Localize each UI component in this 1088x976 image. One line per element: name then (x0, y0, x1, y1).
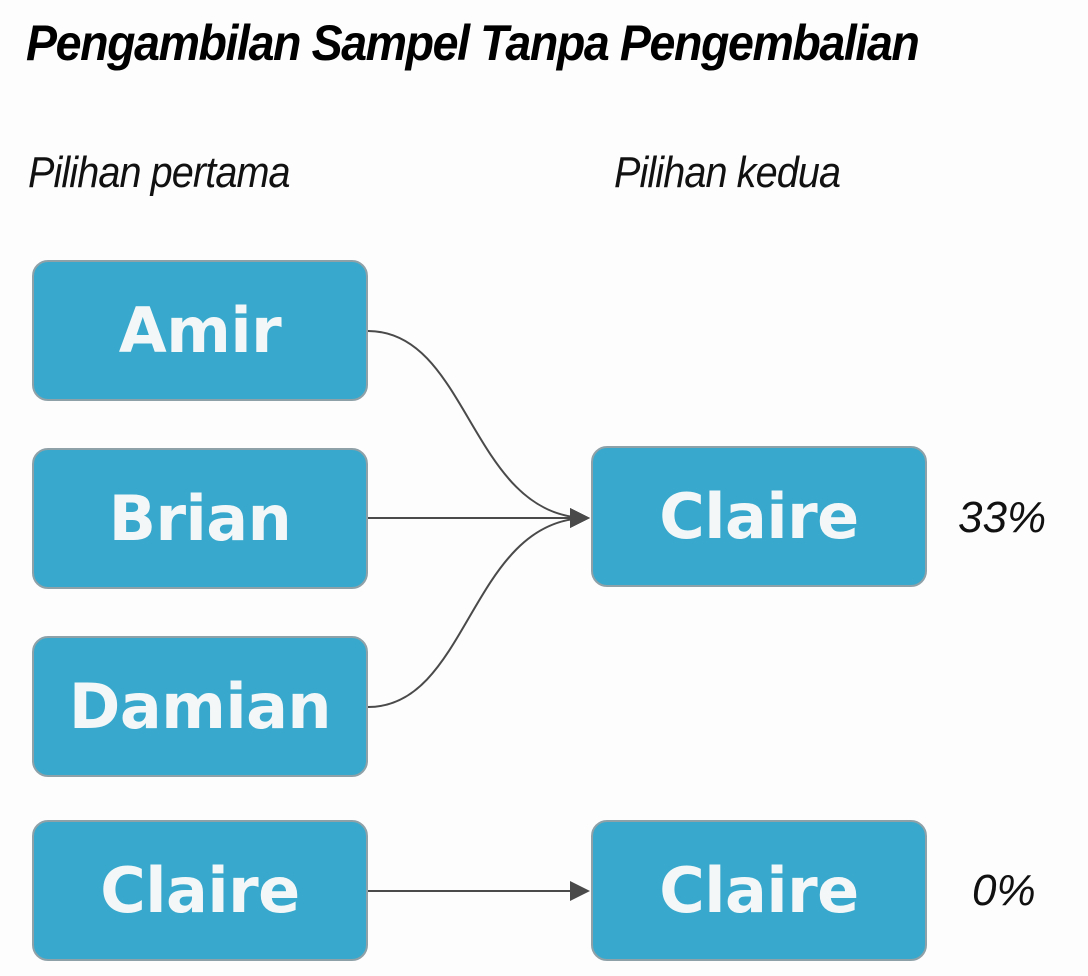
first-choice-node-amir: Amir (32, 260, 368, 401)
probability-label-33: 33% (958, 493, 1047, 542)
first-choice-node-claire: Claire (32, 820, 368, 961)
node-label: Claire (659, 480, 859, 553)
first-choice-node-damian: Damian (32, 636, 368, 777)
edge-damian-to-claire (367, 508, 590, 708)
second-choice-node-claire-0: Claire (591, 820, 927, 961)
column-label-second-choice: Pilihan kedua (614, 148, 841, 197)
column-label-first-choice: Pilihan pertama (28, 148, 291, 197)
node-label: Amir (118, 294, 282, 367)
first-choice-node-brian: Brian (32, 448, 368, 589)
node-label: Claire (100, 854, 300, 927)
edge-amir-to-claire (367, 330, 590, 528)
node-label: Damian (68, 670, 332, 743)
diagram-title: Pengambilan Sampel Tanpa Pengembalian (26, 15, 920, 71)
probability-label-0: 0% (972, 866, 1036, 915)
node-label: Brian (108, 482, 292, 555)
node-label: Claire (659, 854, 859, 927)
second-choice-node-claire-33: Claire (591, 446, 927, 587)
